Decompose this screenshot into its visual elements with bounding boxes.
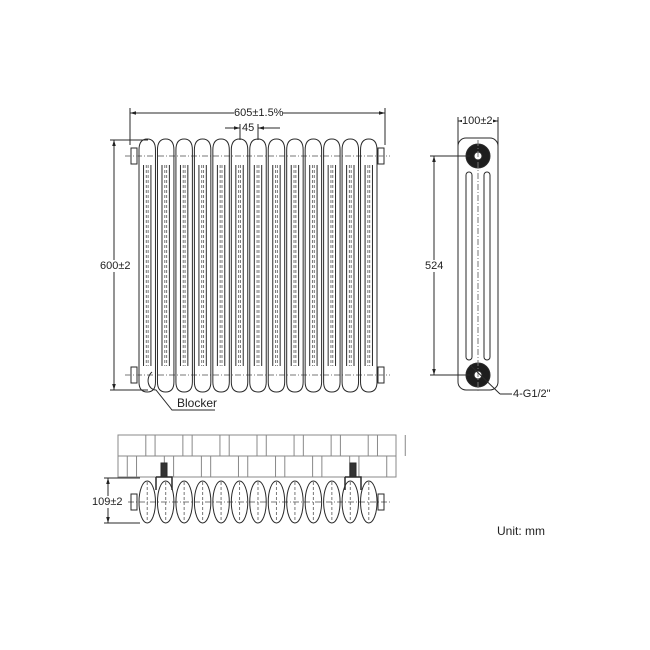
side-width-dimension: 100±2 xyxy=(462,115,493,127)
overall-height-dimension: 600±2 xyxy=(100,260,131,272)
depth-dimension: 109±2 xyxy=(92,496,123,508)
connection-label: 4-G1/2" xyxy=(513,388,551,400)
section-pitch-dimension: 45 xyxy=(242,122,255,134)
unit-label: Unit: mm xyxy=(497,524,545,538)
center-distance-dimension: 524 xyxy=(425,260,444,272)
overall-width-dimension: 605±1.5% xyxy=(234,107,284,119)
top-view xyxy=(104,434,406,524)
blocker-label: Blocker xyxy=(177,396,218,410)
side-view xyxy=(430,117,512,395)
front-view xyxy=(110,108,390,411)
